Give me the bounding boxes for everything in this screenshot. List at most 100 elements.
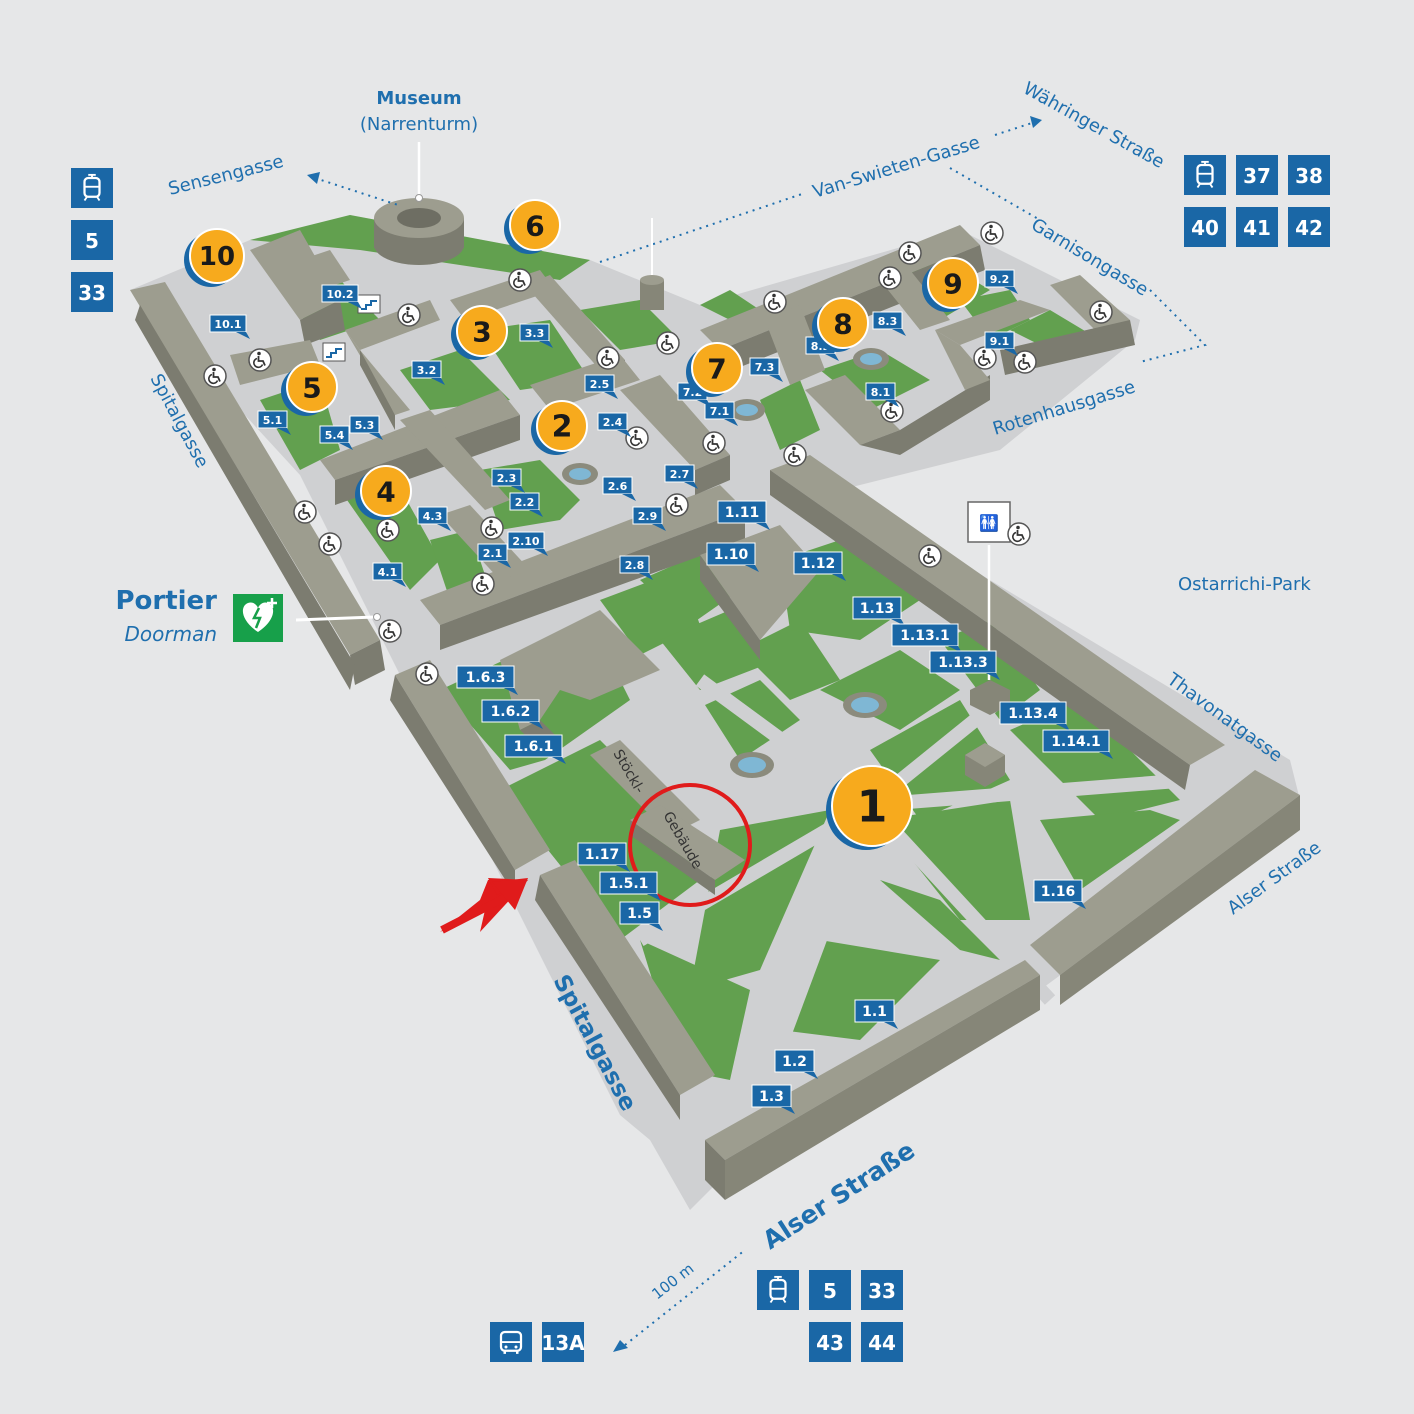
courtyard-number: 9	[943, 268, 962, 301]
wheelchair-icon	[415, 662, 439, 686]
courtyard-number: 3	[472, 316, 491, 349]
courtyard-number: 10	[199, 242, 235, 272]
courtyard-marker-6: 6	[504, 199, 561, 254]
transit-bus-line-13a: 13A	[541, 1331, 585, 1355]
building-label-text: 1.11	[725, 505, 760, 521]
courtyard-number: 2	[552, 410, 573, 445]
street-sensengasse: Sensengasse	[166, 151, 286, 200]
transit-bottom-line-5: 5	[823, 1279, 837, 1303]
building-label: 1.1	[854, 999, 898, 1029]
building-label: 2.8	[619, 555, 653, 580]
building-label-text: 2.4	[603, 416, 623, 429]
building-label: 2.7	[664, 464, 698, 489]
highlight-circle	[628, 783, 752, 907]
courtyard-number: 8	[833, 308, 852, 341]
courtyard-marker-3: 3	[451, 305, 508, 360]
building-label-text: 8.1	[871, 386, 891, 399]
portier-pointer	[295, 615, 376, 622]
building-label: 2.3	[491, 468, 525, 493]
building-label-text: 9.2	[990, 273, 1010, 286]
courtyard-number: 5	[302, 372, 321, 405]
wheelchair-icon	[898, 241, 922, 265]
building-label: 1.11	[717, 500, 770, 530]
building-label: 4.3	[417, 506, 451, 531]
fountains	[562, 348, 889, 778]
building-label-text: 3.2	[417, 364, 437, 377]
building-label-text: 2.10	[512, 535, 539, 548]
courtyard-markers: 1 2 3 4 5 6 7 8 9 10	[184, 199, 979, 850]
building-label-text: 2.3	[497, 472, 517, 485]
svg-text:🚻: 🚻	[979, 514, 999, 533]
street-waehringer-strasse: Währinger Straße	[1020, 78, 1168, 173]
transit-bottom-line-43: 43	[816, 1331, 844, 1355]
courtyard-marker-10: 10	[184, 228, 245, 287]
building-label-text: 8.3	[878, 315, 898, 328]
stairs-icon	[322, 342, 346, 362]
transit-bottom-line-44: 44	[868, 1331, 896, 1355]
street-ostarrichi-park: Ostarrichi-Park	[1178, 574, 1311, 595]
building-label: 4.1	[372, 562, 406, 587]
building-label: 1.6.2	[481, 699, 543, 729]
tram-icon	[769, 1275, 787, 1304]
wheelchair-icon	[783, 443, 807, 467]
building-label-text: 5.3	[355, 419, 375, 432]
building-label-text: 3.3	[525, 327, 545, 340]
wheelchair-icon	[397, 303, 421, 327]
building-label: 8.1	[865, 382, 899, 407]
building-label-text: 1.13.1	[900, 628, 950, 644]
building-label-text: 10.2	[326, 288, 353, 301]
building-label-text: 10.1	[214, 318, 241, 331]
building-label-text: 1.13.3	[938, 655, 988, 671]
building-label: 1.13.4	[999, 701, 1070, 731]
building-label: 1.13	[852, 596, 905, 626]
building-label: 1.2	[774, 1049, 818, 1079]
building-label-text: 1.6.3	[466, 670, 506, 686]
wheelchair-icon	[625, 426, 649, 450]
building-label-text: 1.6.1	[514, 739, 554, 755]
portier-title: Portier	[115, 586, 217, 616]
building-label: 1.14.1	[1042, 729, 1113, 759]
red-arrow-icon	[440, 878, 528, 934]
transit-left-line-2: 33	[78, 281, 106, 305]
building-label: 8.3	[872, 311, 906, 336]
building-label: 2.4	[597, 412, 631, 437]
portier-subtitle: Doorman	[124, 622, 217, 646]
building-label-text: 2.5	[590, 378, 610, 391]
building-label-text: 1.2	[782, 1054, 807, 1070]
building-label-text: 7.3	[755, 361, 775, 374]
direction-arrows	[307, 116, 1042, 1352]
building-label: 1.6.1	[504, 734, 566, 764]
building-label: 10.2	[321, 284, 362, 309]
building-label: 1.6.3	[456, 665, 518, 695]
museum-title: Museum	[376, 88, 461, 109]
courtyard-number: 7	[707, 353, 726, 386]
direction-lines	[314, 121, 1207, 1346]
courtyard-marker-1: 1	[826, 765, 913, 850]
tram-icon	[83, 173, 101, 202]
wheelchair-icon	[1007, 522, 1031, 546]
building-label-text: 1.3	[759, 1089, 784, 1105]
tram-icon	[1196, 160, 1214, 189]
building-label-text: 1.17	[585, 847, 620, 863]
building-label-text: 1.13.4	[1008, 706, 1058, 722]
building-label-text: 2.2	[515, 496, 535, 509]
transit-left: 5 33	[71, 168, 113, 312]
wheelchair-icon	[656, 331, 680, 355]
wheelchair-icon	[1089, 300, 1113, 324]
courtyard-marker-2: 2	[531, 400, 588, 455]
transit-right-line-42: 42	[1295, 216, 1323, 240]
wheelchair-icon	[471, 572, 495, 596]
building-label: 1.13.3	[929, 650, 1000, 680]
street-van-swieten-gasse: Van-Swieten-Gasse	[810, 132, 982, 203]
stairs-markers	[322, 294, 381, 362]
courtyard-number: 4	[376, 476, 395, 509]
wheelchair-icon	[878, 266, 902, 290]
portier-pointer-dot	[373, 613, 381, 621]
building-label-text: 2.9	[638, 510, 658, 523]
wheelchair-icon	[378, 619, 402, 643]
transit-right: 37 38 40 41 42	[1184, 155, 1330, 247]
transit-bottom: 5 33 43 44	[757, 1270, 903, 1362]
building-label: 7.1	[704, 401, 738, 426]
courtyard-number: 1	[857, 782, 888, 833]
